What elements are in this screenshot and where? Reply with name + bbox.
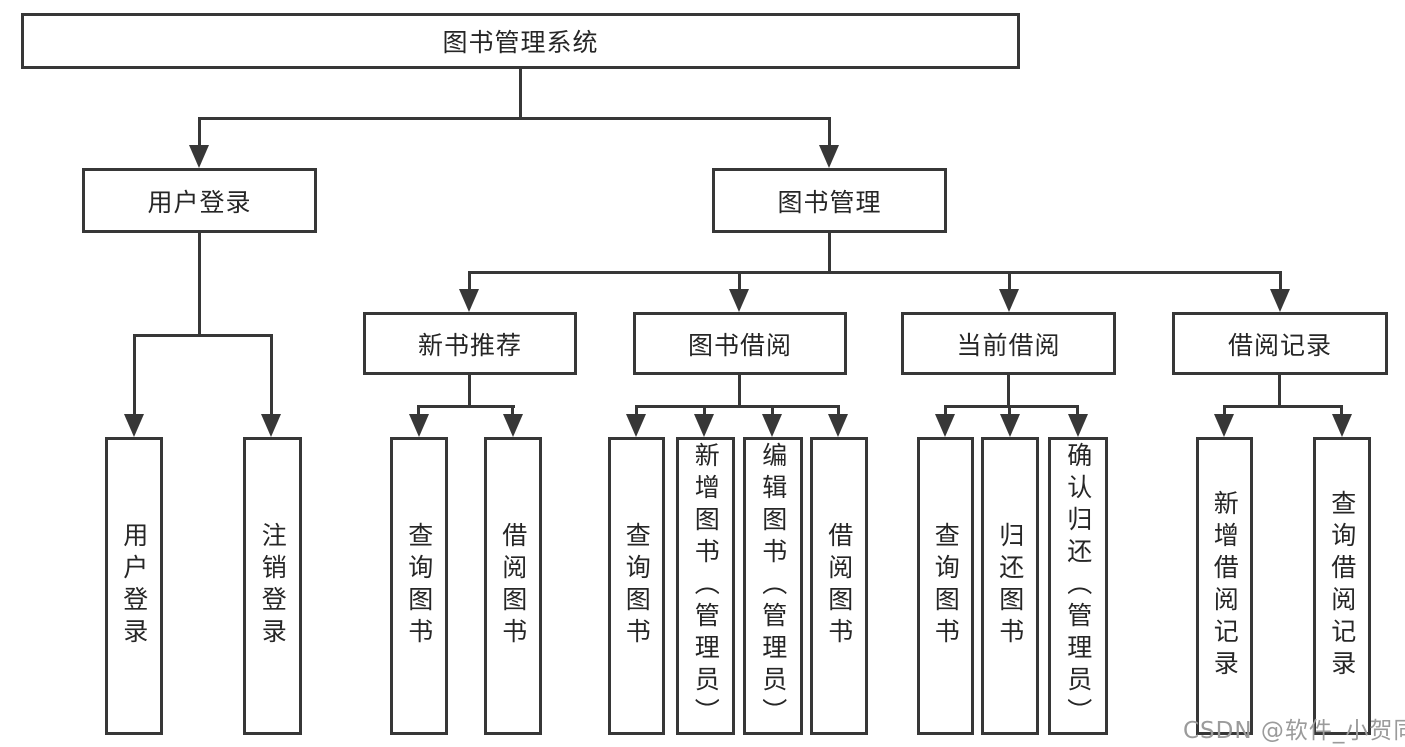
- connector-drop: [635, 405, 638, 416]
- node-label: 新增借阅记录: [1210, 490, 1240, 682]
- arrow-down-icon: [1000, 414, 1020, 437]
- arrow-down-icon: [1068, 414, 1088, 437]
- arrow-down-icon: [626, 414, 646, 437]
- node-return-book: 归还图书: [981, 437, 1039, 735]
- arrow-down-icon: [189, 145, 209, 168]
- node-label: 查询图书: [931, 522, 961, 650]
- arrow-down-icon: [459, 289, 479, 312]
- arrow-down-icon: [1332, 414, 1352, 437]
- node-query-book-borrow: 查询图书: [608, 437, 665, 735]
- arrow-down-icon: [999, 289, 1019, 312]
- node-current-borrow: 当前借阅: [901, 312, 1116, 375]
- node-add-borrow-record: 新增借阅记录: [1196, 437, 1253, 735]
- node-label: 用户登录: [119, 522, 149, 650]
- node-label: 查询借阅记录: [1327, 490, 1357, 682]
- connector-drop: [944, 405, 947, 416]
- node-borrow-book-recommend: 借阅图书: [484, 437, 542, 735]
- arrow-down-icon: [729, 289, 749, 312]
- connector-bookborrow-bus: [635, 405, 840, 408]
- connector-drop: [1340, 405, 1343, 416]
- arrow-down-icon: [819, 145, 839, 168]
- connector-userlogin-bus: [133, 334, 273, 337]
- connector-drop: [1008, 405, 1011, 416]
- node-query-book-recommend: 查询图书: [390, 437, 448, 735]
- arrow-down-icon: [261, 414, 281, 437]
- connector-drop: [511, 405, 514, 416]
- connector-currentborrow-stem: [1007, 375, 1010, 408]
- connector-records-stem: [1278, 375, 1281, 408]
- connector-drop: [1223, 405, 1226, 416]
- connector-newbook-stem: [468, 375, 471, 408]
- node-book-borrow: 图书借阅: [633, 312, 847, 375]
- connector-drop-book-borrow: [738, 271, 741, 291]
- connector-drop-borrow-records: [1279, 271, 1282, 291]
- connector-drop-leaf-login: [133, 334, 136, 414]
- node-library-management-system: 图书管理系统: [21, 13, 1020, 69]
- node-edit-book-admin: 编辑图书（管理员）: [743, 437, 803, 735]
- node-label: 注销登录: [258, 522, 288, 650]
- connector-userlogin-stem: [198, 233, 201, 335]
- connector-bookmgmt-bus: [468, 271, 1282, 274]
- node-label: 查询图书: [404, 522, 434, 650]
- arrow-down-icon: [1270, 289, 1290, 312]
- arrow-down-icon: [762, 414, 782, 437]
- connector-bookborrow-stem: [738, 375, 741, 408]
- connector-drop: [1076, 405, 1079, 416]
- connector-drop: [837, 405, 840, 416]
- connector-drop-current-borrow: [1008, 271, 1011, 291]
- node-confirm-return-admin: 确认归还（管理员）: [1048, 437, 1108, 735]
- arrow-down-icon: [124, 414, 144, 437]
- node-label: 借阅图书: [498, 522, 528, 650]
- node-book-management-group: 图书管理: [712, 168, 947, 233]
- arrow-down-icon: [409, 414, 429, 437]
- node-user-login-leaf: 用户登录: [105, 437, 163, 735]
- node-query-book-current: 查询图书: [917, 437, 974, 735]
- arrow-down-icon: [828, 414, 848, 437]
- connector-root-stem: [519, 69, 522, 118]
- arrow-down-icon: [694, 414, 714, 437]
- connector-currentborrow-bus: [944, 405, 1079, 408]
- node-label: 确认归还（管理员）: [1063, 442, 1093, 730]
- connector-bookmgmt-stem: [828, 233, 831, 274]
- node-borrow-book-leaf: 借阅图书: [810, 437, 868, 735]
- node-query-borrow-record: 查询借阅记录: [1313, 437, 1371, 735]
- connector-drop-book-mgmt: [828, 117, 831, 147]
- node-label: 借阅图书: [824, 522, 854, 650]
- connector-drop: [703, 405, 706, 416]
- node-label: 归还图书: [995, 522, 1025, 650]
- node-label: 新增图书（管理员）: [691, 442, 721, 730]
- node-new-book-recommend: 新书推荐: [363, 312, 577, 375]
- node-logout-leaf: 注销登录: [243, 437, 302, 735]
- connector-root-bus: [198, 117, 831, 120]
- connector-newbook-bus: [417, 405, 515, 408]
- connector-drop-new-book: [468, 271, 471, 291]
- arrow-down-icon: [935, 414, 955, 437]
- connector-drop: [771, 405, 774, 416]
- csdn-watermark: CSDN @软件_小贺同学: [1183, 718, 1405, 744]
- connector-drop-leaf-logout: [270, 334, 273, 414]
- connector-records-bus: [1223, 405, 1343, 408]
- connector-drop: [417, 405, 420, 416]
- node-label: 编辑图书（管理员）: [758, 442, 788, 730]
- node-add-book-admin: 新增图书（管理员）: [676, 437, 735, 735]
- node-borrow-records: 借阅记录: [1172, 312, 1388, 375]
- connector-drop-user-login: [198, 117, 201, 147]
- node-label: 查询图书: [622, 522, 652, 650]
- node-user-login-group: 用户登录: [82, 168, 317, 233]
- arrow-down-icon: [1214, 414, 1234, 437]
- arrow-down-icon: [503, 414, 523, 437]
